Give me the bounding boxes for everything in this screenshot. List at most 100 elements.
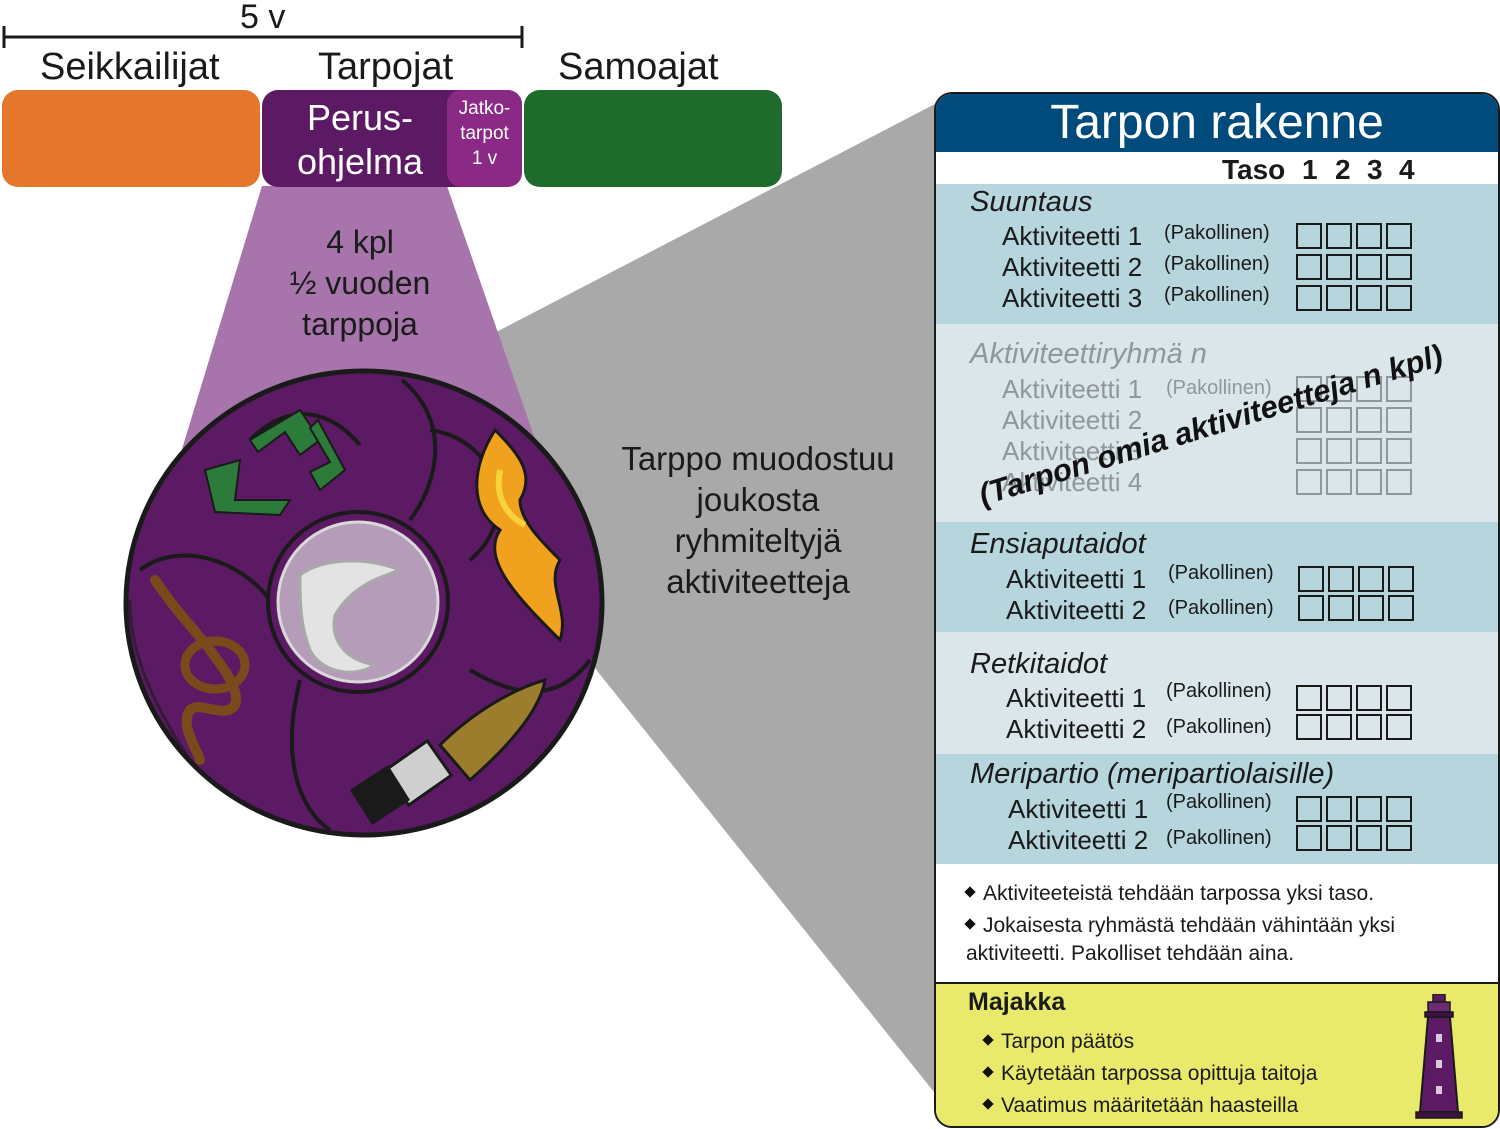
level-checkbox[interactable] [1386, 254, 1412, 280]
level-checkbox[interactable] [1296, 376, 1322, 402]
level-checkbox[interactable] [1388, 595, 1414, 621]
activity-label: Aktiviteetti 3 [1002, 283, 1143, 313]
level-checkbox[interactable] [1296, 825, 1322, 851]
activity-row: Aktiviteetti 1 (Pakollinen) [936, 791, 1498, 824]
level-checkbox[interactable] [1326, 407, 1352, 433]
level-checkbox[interactable] [1386, 407, 1412, 433]
zoom-wedge-grey [400, 92, 958, 1122]
level-checkbox[interactable] [1326, 714, 1352, 740]
majakka-section: Majakka Tarpon päätös Käytetään tarpossa… [936, 982, 1498, 1126]
level-checkbox[interactable] [1386, 285, 1412, 311]
level-checkbox[interactable] [1296, 714, 1322, 740]
note-text: Jokaisesta ryhmästä tehdään vähintään yk… [966, 914, 1396, 965]
level-checkbox[interactable] [1358, 595, 1384, 621]
level-checkbox[interactable] [1298, 566, 1324, 592]
group-title: Meripartio (meripartiolaisille) [970, 758, 1335, 790]
level-checkbox[interactable] [1326, 685, 1352, 711]
group-ensiaputaidot: Ensiaputaidot Aktiviteetti 1 (Pakollinen… [936, 522, 1498, 632]
level-checkbox[interactable] [1386, 469, 1412, 495]
activity-label: Aktiviteetti 2 [1006, 595, 1147, 625]
note-2: Jokaisesta ryhmästä tehdään vähintään yk… [964, 912, 1466, 968]
group-title: Ensiaputaidot [970, 528, 1146, 560]
level-checkbox[interactable] [1386, 376, 1412, 402]
level-checkbox[interactable] [1356, 714, 1382, 740]
activity-row: Aktiviteetti 2 (Pakollinen) [936, 825, 1498, 855]
activity-row: Aktiviteetti 4 [936, 467, 1498, 497]
level-checkbox[interactable] [1358, 566, 1384, 592]
level-checkbox[interactable] [1296, 254, 1322, 280]
level-checkbox[interactable] [1388, 566, 1414, 592]
level-checkbox[interactable] [1326, 438, 1352, 464]
group-title: Aktiviteettiryhmä n [970, 338, 1207, 370]
activity-row: Aktiviteetti 2 (Pakollinen) [936, 595, 1498, 625]
activity-row: Aktiviteetti 3 (Pakollinen) [936, 283, 1498, 313]
bullet-icon [964, 918, 976, 931]
majakka-item: Vaatimus määritetään haasteilla [982, 1094, 1299, 1118]
level-checkbox[interactable] [1356, 285, 1382, 311]
tarppo-composition-text: Tarppo muodostuu joukosta ryhmiteltyjä a… [621, 440, 895, 600]
majakka-item-text: Vaatimus määritetään haasteilla [1001, 1094, 1299, 1117]
group-meripartio: Meripartio (meripartiolaisille) Aktivite… [936, 754, 1498, 864]
five-year-bracket [2, 26, 524, 48]
bullet-icon [982, 1066, 994, 1079]
levels-label: Taso [1222, 154, 1286, 185]
level-checkbox[interactable] [1356, 825, 1382, 851]
level-checkbox[interactable] [1296, 407, 1322, 433]
level-checkbox[interactable] [1356, 376, 1382, 402]
mandatory-tag: (Pakollinen) [1164, 253, 1270, 275]
level-checkbox[interactable] [1356, 469, 1382, 495]
level-checkbox[interactable] [1356, 685, 1382, 711]
level-checkbox[interactable] [1328, 595, 1354, 621]
level-checkboxes [1296, 407, 1412, 433]
level-checkbox[interactable] [1356, 407, 1382, 433]
level-checkbox[interactable] [1296, 285, 1322, 311]
level-checkbox[interactable] [1326, 376, 1352, 402]
group-retkitaidot: Retkitaidot Aktiviteetti 1 (Pakollinen) … [936, 632, 1498, 754]
level-checkbox[interactable] [1386, 438, 1412, 464]
level-checkboxes [1296, 796, 1412, 822]
activity-row: Aktiviteetti 2 [936, 405, 1498, 435]
note-1: Aktiviteeteistä tehdään tarpossa yksi ta… [964, 880, 1476, 908]
mandatory-tag: (Pakollinen) [1168, 597, 1274, 619]
level-checkbox[interactable] [1296, 438, 1322, 464]
level-checkbox[interactable] [1386, 223, 1412, 249]
level-checkbox[interactable] [1328, 566, 1354, 592]
level-checkbox[interactable] [1386, 796, 1412, 822]
flag-icon [298, 559, 405, 674]
level-3: 3 [1367, 154, 1383, 185]
level-checkbox[interactable] [1296, 796, 1322, 822]
level-checkbox[interactable] [1326, 825, 1352, 851]
level-checkbox[interactable] [1326, 223, 1352, 249]
level-checkbox[interactable] [1326, 796, 1352, 822]
level-4: 4 [1399, 154, 1415, 185]
tarpon-rakenne-panel: Tarpon rakenne Taso 1 2 3 4 Suuntaus Akt… [934, 92, 1500, 1128]
seikkailijat-bar [2, 90, 260, 187]
activity-label: Aktiviteetti 1 [1006, 683, 1147, 713]
level-checkbox[interactable] [1356, 223, 1382, 249]
activity-label: Aktiviteetti 3 [1002, 436, 1143, 466]
level-checkbox[interactable] [1326, 285, 1352, 311]
activity-row: Aktiviteetti 2 (Pakollinen) [936, 252, 1498, 282]
activity-row: Aktiviteetti 1 (Pakollinen) [936, 374, 1498, 404]
activity-label: Aktiviteetti 2 [1002, 252, 1143, 282]
mandatory-tag: (Pakollinen) [1166, 377, 1272, 399]
span-label: 5 v [240, 0, 286, 36]
level-checkbox[interactable] [1296, 223, 1322, 249]
mandatory-tag: (Pakollinen) [1166, 791, 1272, 813]
level-checkbox[interactable] [1296, 685, 1322, 711]
level-checkbox[interactable] [1386, 685, 1412, 711]
mandatory-tag: (Pakollinen) [1164, 222, 1270, 244]
level-checkbox[interactable] [1356, 796, 1382, 822]
group-activity-group-n: Aktiviteettiryhmä n Aktiviteetti 1 (Pako… [936, 324, 1498, 522]
stage-label-tarpojat: Tarpojat [318, 46, 454, 88]
level-checkboxes [1296, 376, 1412, 402]
level-checkbox[interactable] [1326, 254, 1352, 280]
level-checkbox[interactable] [1386, 825, 1412, 851]
level-checkbox[interactable] [1298, 595, 1324, 621]
level-checkbox[interactable] [1356, 254, 1382, 280]
level-checkbox[interactable] [1296, 469, 1322, 495]
level-checkbox[interactable] [1326, 469, 1352, 495]
level-checkbox[interactable] [1356, 438, 1382, 464]
level-checkbox[interactable] [1386, 714, 1412, 740]
